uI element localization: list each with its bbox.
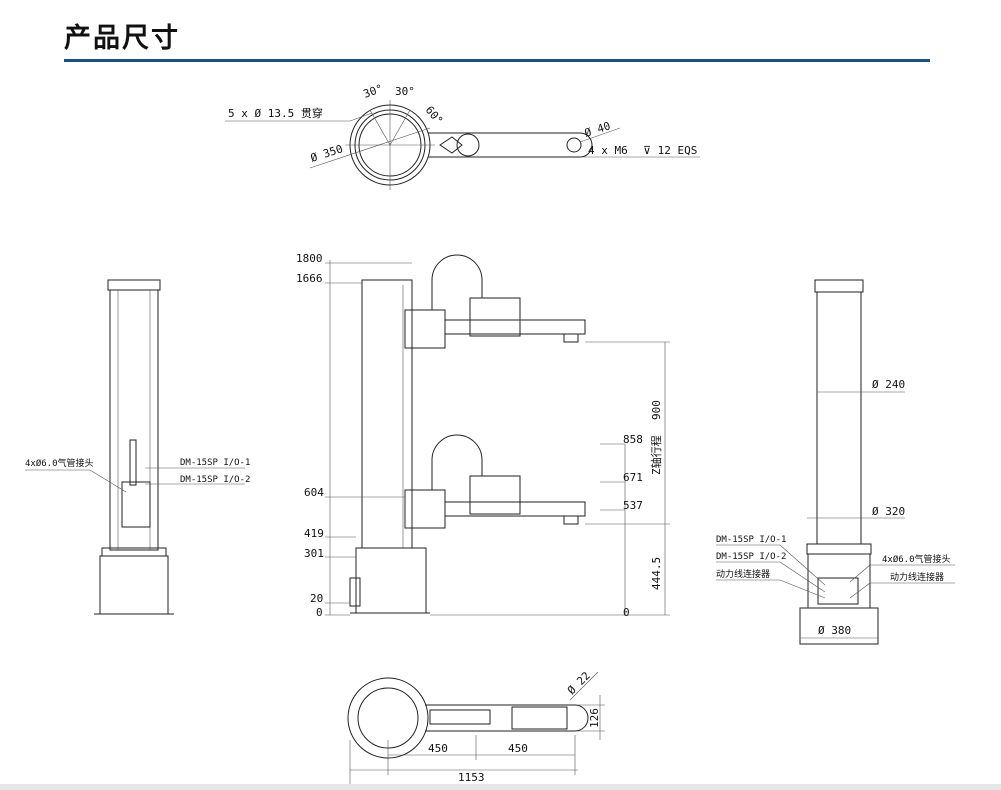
height-0: 0 (316, 606, 323, 619)
angle-label: 30° (362, 82, 385, 101)
left-view: 4xØ6.0气管接头 DM-15SP I/O-1 DM-15SP I/O-2 (25, 279, 250, 615)
height-301: 301 (304, 547, 324, 560)
bottom-view: Ø 22 126 450 450 1153 (347, 669, 605, 790)
dia-base-label: Ø 350 (309, 142, 345, 165)
height-419: 419 (304, 527, 324, 540)
length-total: 1153 (458, 771, 485, 784)
dia-22: Ø 22 (565, 669, 593, 697)
height-1800: 1800 (296, 252, 323, 265)
dia-380: Ø 380 (818, 624, 851, 637)
io1-label: DM-15SP I/O-1 (180, 458, 250, 468)
z-stroke-value: 900 (650, 400, 663, 420)
height-604: 604 (304, 486, 324, 499)
air-connector-label: 4xØ6.0气管接头 (882, 553, 951, 565)
footer-strip (0, 784, 1001, 790)
height-1666: 1666 (296, 272, 323, 285)
reach-671: 671 (623, 471, 643, 484)
front-view: 1800 1666 604 419 301 20 0 858 671 537 0… (296, 252, 670, 619)
top-view: 5 x Ø 13.5 贯穿 30° 30° 60° Ø 350 Ø 40 4 x… (225, 82, 700, 190)
reach-858: 858 (623, 433, 643, 446)
reach-537: 537 (623, 499, 643, 512)
io1-label: DM-15SP I/O-1 (716, 535, 786, 545)
power-connector-label: 动力线连接器 (890, 571, 944, 583)
right-view: Ø 240 Ø 320 Ø 380 DM-15SP I/O-1 DM-15SP … (716, 279, 955, 645)
length-450-1: 450 (428, 742, 448, 755)
length-450-2: 450 (508, 742, 528, 755)
holes-label: 5 x Ø 13.5 贯穿 (228, 106, 323, 120)
power-connector-label: 动力线连接器 (716, 568, 770, 580)
dia-320: Ø 320 (872, 505, 905, 518)
io2-label: DM-15SP I/O-2 (180, 475, 250, 485)
page-title: 产品尺寸 (64, 23, 180, 54)
angle-label: 30° (395, 85, 415, 98)
dia-240: Ø 240 (872, 378, 905, 391)
title-divider (64, 59, 930, 62)
depth-label: ⊽ 12 EQS (643, 144, 697, 157)
io2-label: DM-15SP I/O-2 (716, 552, 786, 562)
low-height: 444.5 (650, 557, 663, 590)
height-20: 20 (310, 592, 323, 605)
reach-0: 0 (623, 606, 630, 619)
z-stroke-label: Z轴行程 (649, 435, 663, 475)
width-126: 126 (588, 708, 601, 728)
angle-label: 60° (423, 104, 446, 128)
air-connector-label: 4xØ6.0气管接头 (25, 457, 94, 469)
dia-end-label: Ø 40 (583, 119, 612, 140)
thread-label: 4 x M6 (588, 144, 628, 157)
